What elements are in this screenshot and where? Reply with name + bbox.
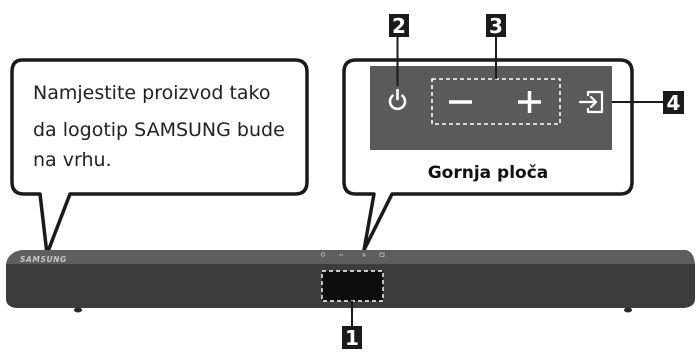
power-icon [388, 88, 407, 111]
soundbar-foot-left [74, 307, 82, 313]
badge-4: 4 [663, 91, 684, 115]
callout-line-2: da logotip SAMSUNG bude [33, 119, 285, 141]
mini-source-icon [379, 252, 385, 257]
callout-line-3: na vrhu. [33, 149, 112, 171]
placement-callout: Namjestite proizvod tako da logotip SAMS… [10, 58, 309, 256]
soundbar-top-surface [6, 250, 695, 264]
badge-1-number: 1 [345, 326, 359, 350]
soundbar: SAMSUNG [6, 250, 695, 313]
volume-up-icon [518, 91, 541, 113]
front-display [321, 270, 384, 302]
top-panel-callout: Gornja ploča [342, 37, 663, 252]
soundbar-foot-right [624, 307, 632, 313]
badge-2-number: 2 [392, 14, 406, 38]
top-panel-surface [370, 66, 612, 150]
callout-line-1: Namjestite proizvod tako [33, 82, 270, 104]
badge-3: 3 [486, 14, 506, 38]
source-input-icon [578, 90, 604, 114]
top-panel-mini-icons [320, 252, 385, 257]
samsung-logo: SAMSUNG [20, 255, 67, 264]
badge-2: 2 [389, 14, 409, 38]
badge-1: 1 [342, 326, 362, 350]
top-panel-label: Gornja ploča [428, 163, 549, 183]
mini-volume-up-icon [362, 253, 366, 257]
mini-power-icon [320, 252, 326, 257]
badge-4-number: 4 [667, 91, 681, 115]
badge-3-number: 3 [489, 14, 503, 38]
